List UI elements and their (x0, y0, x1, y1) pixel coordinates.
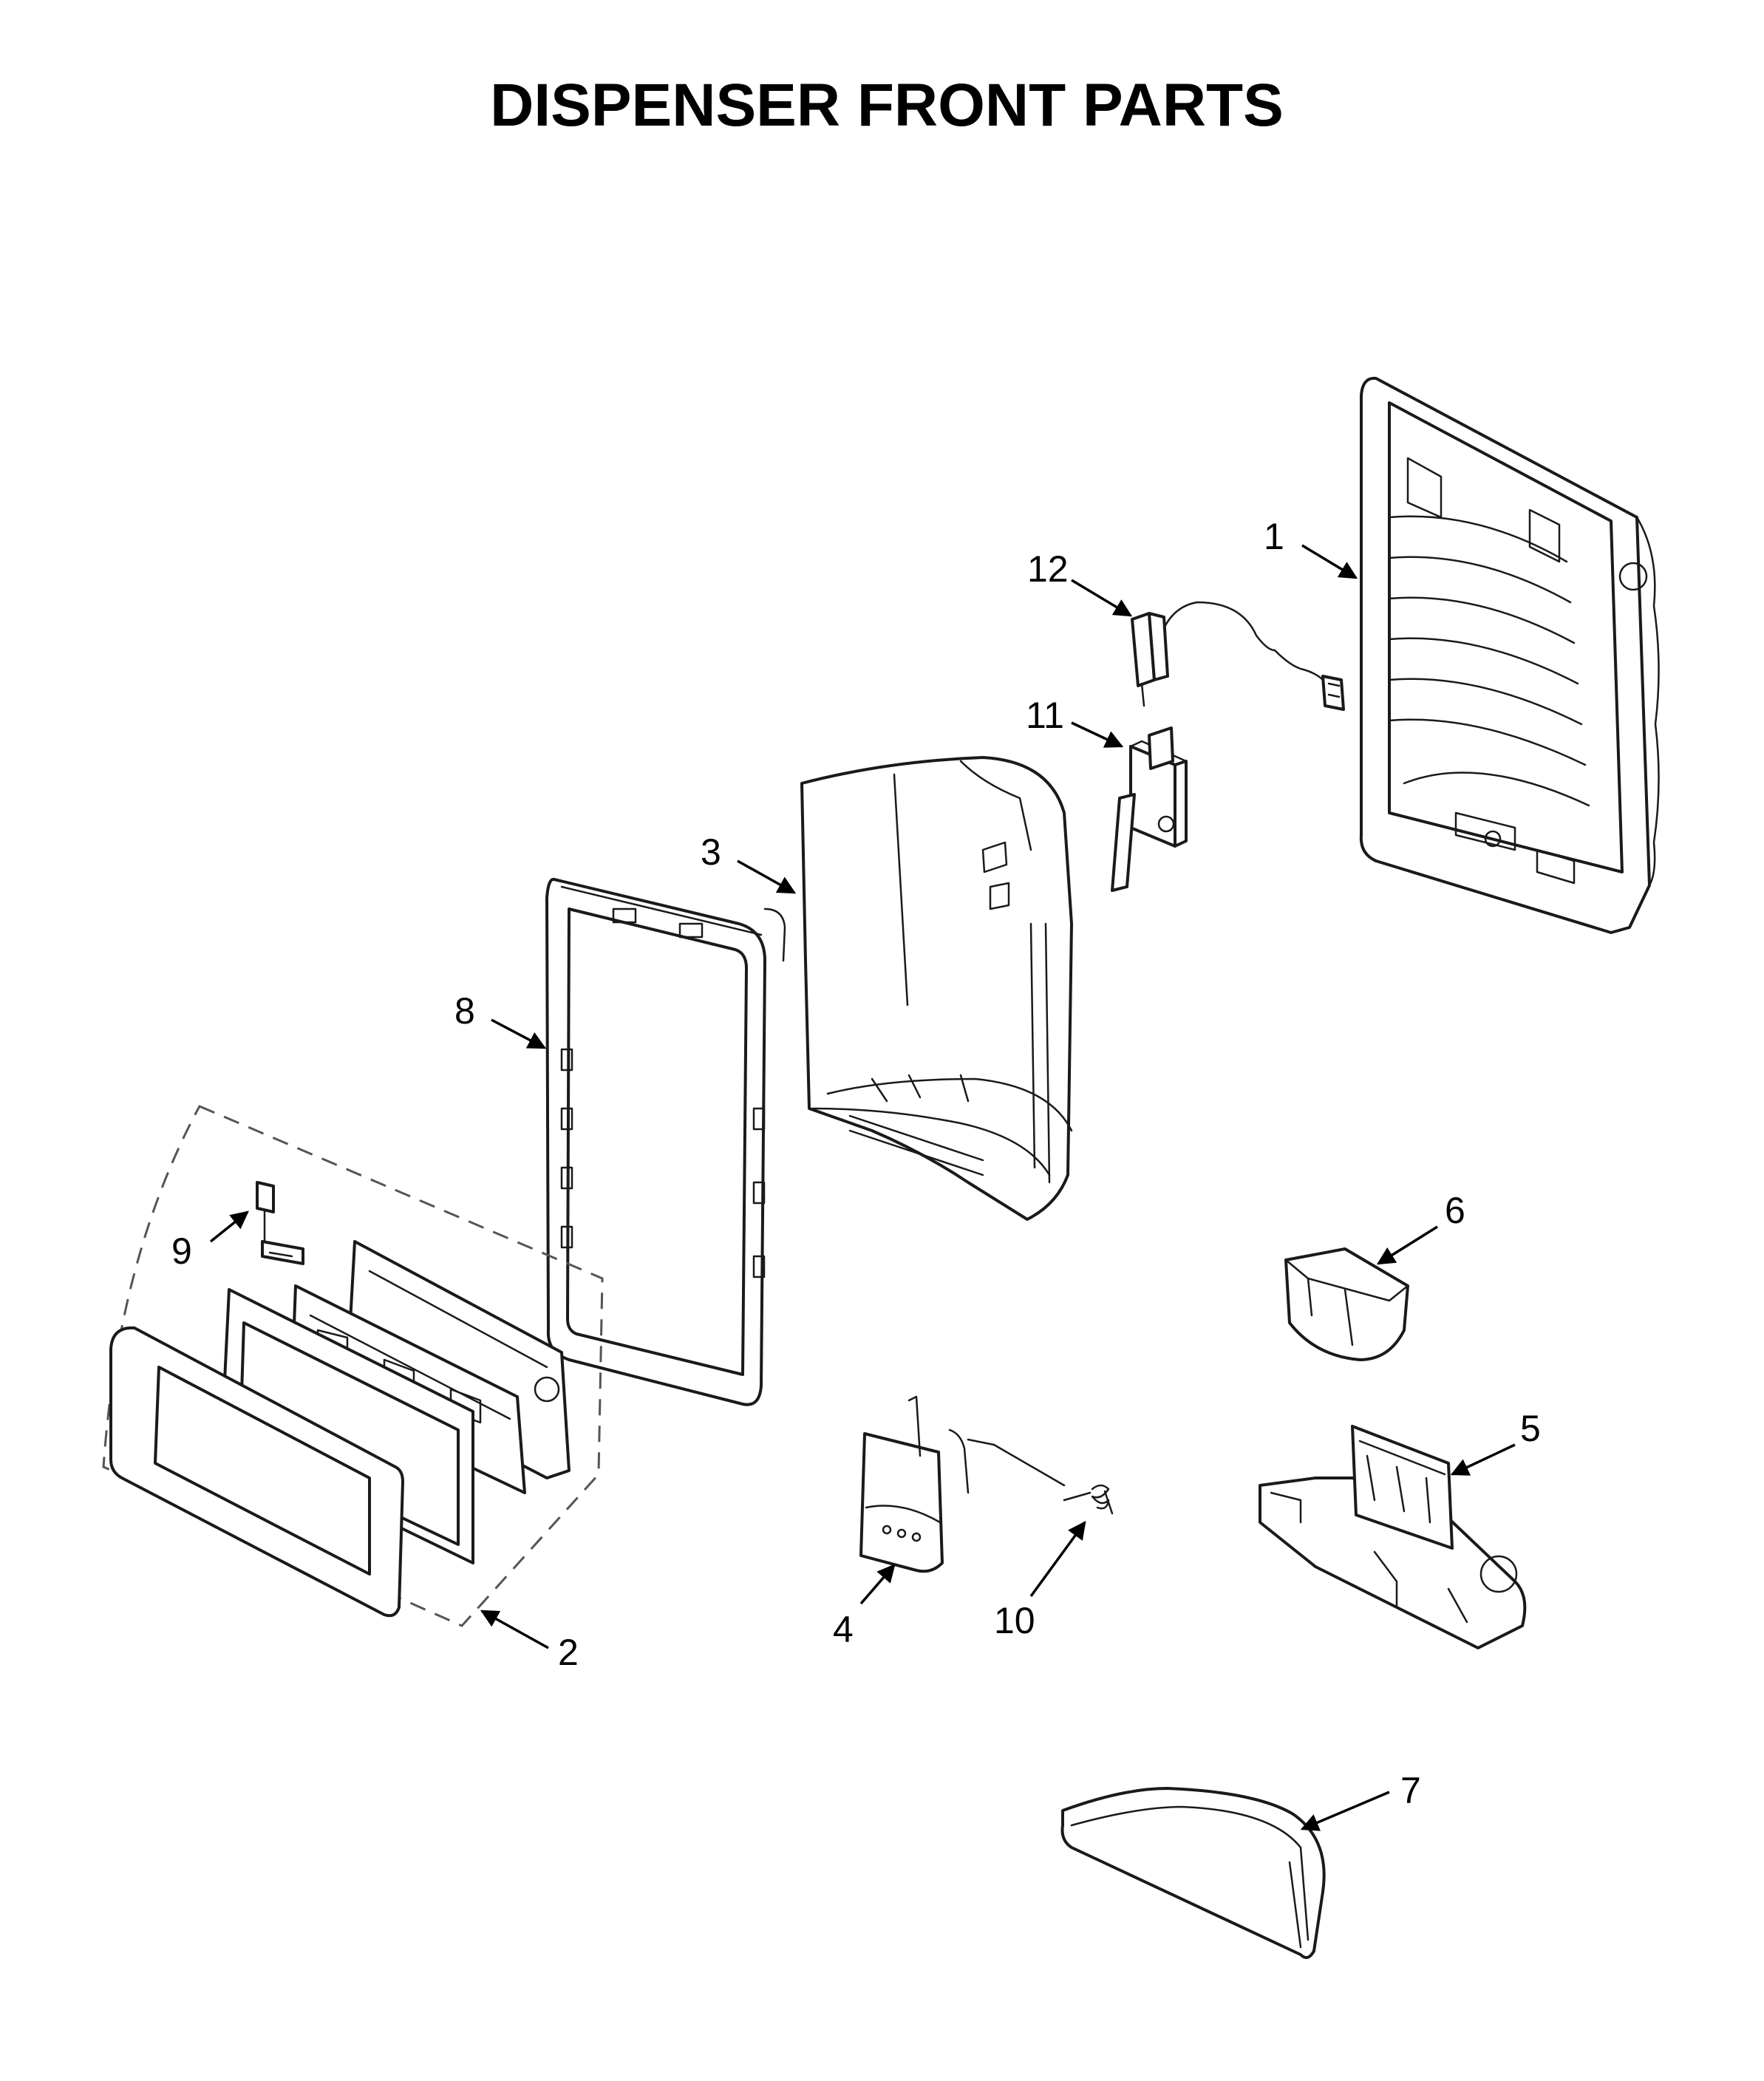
leader-9 (209, 1210, 249, 1243)
page-title: DISPENSER FRONT PARTS (490, 72, 1284, 139)
part-2-control-panel[interactable] (109, 1240, 571, 1618)
part-11-micro-switch[interactable] (1111, 726, 1188, 892)
part-1-housing[interactable] (1359, 376, 1660, 934)
leader-3 (737, 859, 797, 894)
leader-2 (480, 1610, 549, 1649)
callout-9: 9 (171, 1230, 192, 1272)
leader-7 (1300, 1791, 1390, 1831)
callout-8: 8 (454, 990, 475, 1032)
callout-6: 6 (1445, 1190, 1465, 1231)
part-4-paddle[interactable] (859, 1395, 1066, 1573)
part-5-mechanism[interactable] (1259, 1425, 1527, 1649)
callout-1: 1 (1264, 516, 1284, 557)
callout-3: 3 (701, 831, 721, 873)
callout-5: 5 (1520, 1408, 1541, 1449)
callout-4: 4 (833, 1609, 854, 1650)
callout-11: 11 (1026, 695, 1064, 736)
part-7-tray[interactable] (1060, 1787, 1326, 1959)
part-10-spring[interactable] (1063, 1484, 1114, 1515)
callout-10: 10 (994, 1600, 1035, 1641)
part-9-connector[interactable] (256, 1181, 304, 1265)
leader-6 (1376, 1225, 1438, 1265)
part-12-sensor-harness[interactable] (1131, 601, 1345, 711)
leader-4 (859, 1564, 896, 1605)
part-6-cup[interactable] (1284, 1247, 1409, 1361)
part-2-assembly-outline (102, 1105, 604, 1627)
callout-2: 2 (558, 1632, 579, 1673)
leader-12 (1071, 579, 1133, 617)
callout-7: 7 (1400, 1770, 1421, 1811)
leader-11 (1071, 721, 1124, 748)
leader-1 (1301, 544, 1358, 579)
leader-5 (1450, 1443, 1516, 1476)
leader-10 (1029, 1521, 1086, 1598)
part-8-frame[interactable] (545, 877, 786, 1406)
leader-8 (491, 1018, 547, 1049)
part-3-chute-housing[interactable] (800, 756, 1073, 1221)
callout-12: 12 (1027, 548, 1069, 590)
